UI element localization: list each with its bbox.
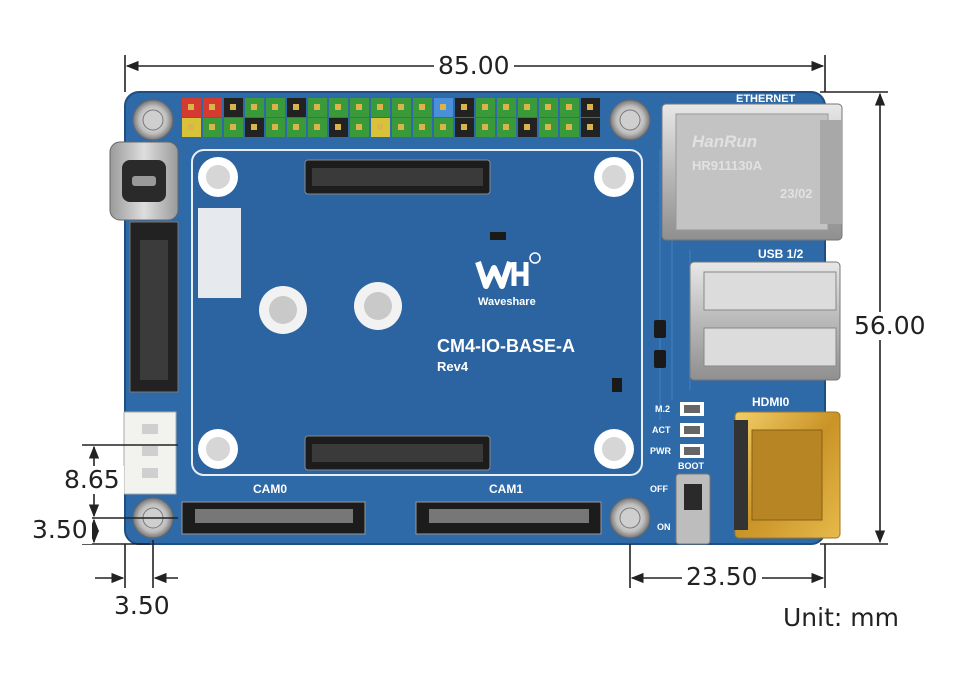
header-pin-tip	[566, 104, 572, 110]
header-pin-tip	[209, 104, 215, 110]
ethernet-label: ETHERNET	[736, 93, 796, 105]
cm4-connector-top	[304, 159, 491, 195]
header-pin-tip	[335, 124, 341, 130]
header-pin-tip	[314, 124, 320, 130]
header-pin-tip	[524, 124, 530, 130]
header-pin-tip	[293, 104, 299, 110]
header-pin-tip	[293, 124, 299, 130]
header-pin-tip	[587, 124, 593, 130]
header-pin-tip	[440, 124, 446, 130]
rj45-brand: HanRun	[692, 132, 758, 151]
header-pin-tip	[209, 124, 215, 130]
cam0-connector	[181, 501, 366, 535]
smd-components	[490, 232, 666, 392]
header-pin-tip	[377, 104, 383, 110]
switch-off-label: OFF	[650, 484, 668, 494]
revision-label: Rev4	[437, 359, 469, 374]
unit-label: Unit: mm	[783, 603, 899, 632]
header-pin-tip	[482, 104, 488, 110]
boot-label: BOOT	[678, 461, 704, 471]
header-pin-tip	[314, 104, 320, 110]
header-pin-tip	[272, 104, 278, 110]
header-pin-tip	[503, 124, 509, 130]
header-pin-tip	[230, 104, 236, 110]
header-pin-tip	[251, 104, 257, 110]
rj45-date: 23/02	[780, 186, 813, 201]
header-pin-tip	[419, 104, 425, 110]
label-pad	[198, 208, 241, 298]
header-pin-tip	[545, 124, 551, 130]
switch-on-label: ON	[657, 522, 671, 532]
header-pin-tip	[482, 124, 488, 130]
header-pin-tip	[335, 104, 341, 110]
ethernet-rj45	[661, 103, 843, 241]
rj45-part: HR911130A	[692, 158, 763, 173]
cm4-socket-area	[191, 149, 643, 476]
header-pin-tip	[188, 104, 194, 110]
header-pin-tip	[461, 104, 467, 110]
usb-c-port	[109, 141, 179, 221]
header-pin-tip	[398, 124, 404, 130]
header-pin-tip	[356, 124, 362, 130]
dim-hole-bottom: 3.50	[28, 516, 92, 544]
cm4-connector-bottom	[304, 435, 491, 471]
jst-connector	[123, 411, 177, 495]
header-pin-tip	[545, 104, 551, 110]
dim-hole-right: 23.50	[682, 563, 762, 591]
usb-label: USB 1/2	[758, 247, 804, 261]
led-label-pwr: PWR	[650, 446, 671, 456]
cam1-label: CAM1	[489, 482, 524, 496]
header-pin-tip	[587, 104, 593, 110]
display-fpc-connector	[129, 221, 179, 393]
gpio-header	[182, 98, 600, 137]
waveshare-logo	[475, 252, 541, 289]
header-pin-tip	[251, 124, 257, 130]
cam1-connector	[415, 501, 602, 535]
dim-width: 85.00	[434, 52, 514, 80]
model-label: CM4-IO-BASE-A	[437, 336, 575, 356]
boot-switch	[675, 473, 711, 545]
led-label-m2: M.2	[655, 404, 671, 414]
header-pin-tip	[440, 104, 446, 110]
dim-hole-left: 3.50	[110, 592, 174, 620]
header-pin-tip	[524, 104, 530, 110]
header-pin-tip	[461, 124, 467, 130]
led-label-act: ACT	[652, 425, 671, 435]
status-leds	[680, 402, 704, 458]
header-pin-tip	[566, 124, 572, 130]
brand-label: Waveshare	[478, 296, 536, 308]
hdmi-label: HDMI0	[752, 395, 790, 409]
header-pin-tip	[188, 124, 194, 130]
header-pin-tip	[503, 104, 509, 110]
header-pin-tip	[377, 124, 383, 130]
cam0-label: CAM0	[253, 482, 288, 496]
header-pin-tip	[356, 104, 362, 110]
dim-height: 56.00	[850, 312, 930, 340]
header-pin-tip	[230, 124, 236, 130]
cm4-mount-holes	[198, 157, 634, 469]
usb-ports	[689, 261, 841, 381]
header-pin-tip	[272, 124, 278, 130]
header-pin-tip	[419, 124, 425, 130]
dim-connector-height: 8.65	[60, 466, 124, 494]
hdmi-port	[734, 411, 841, 539]
header-pin-tip	[398, 104, 404, 110]
